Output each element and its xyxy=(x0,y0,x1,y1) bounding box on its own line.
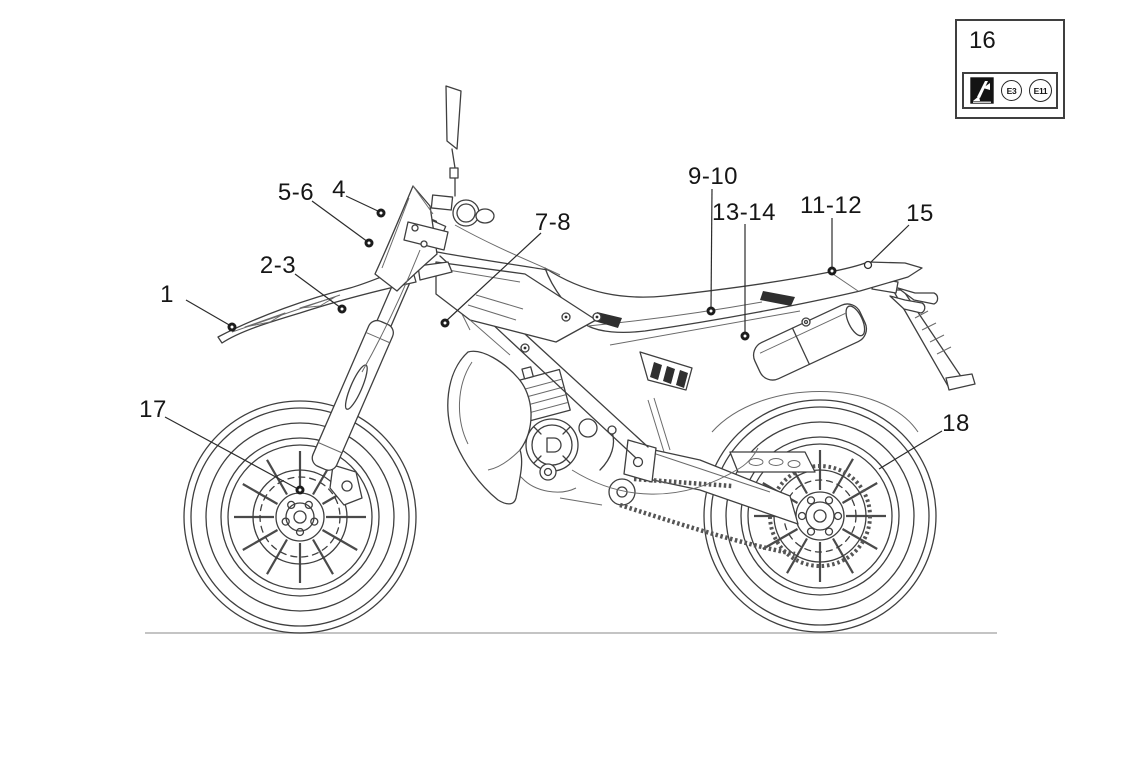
rear-wheel xyxy=(702,398,938,634)
callout-label-18: 18 xyxy=(942,410,970,437)
type-approval-box: 16 E3 E11 xyxy=(955,19,1065,119)
front-wheel xyxy=(182,399,418,635)
callout-label-4: 4 xyxy=(332,176,346,203)
callout-label-5-6: 5-6 xyxy=(277,179,315,206)
legend-number: 16 xyxy=(969,27,996,54)
callout-leader-lines xyxy=(165,189,942,489)
swingarm-and-chain xyxy=(609,352,815,554)
callout-label-11-12: 11-12 xyxy=(799,192,863,219)
e11-approval-mark: E11 xyxy=(1029,79,1052,102)
approval-marks-strip: E3 E11 xyxy=(962,72,1058,109)
reflective-decal-logo-icon xyxy=(970,77,994,104)
callout-label-17: 17 xyxy=(139,396,167,423)
callout-label-13-14: 13-14 xyxy=(712,199,776,226)
tail-and-plate-hanger xyxy=(872,278,975,390)
callout-label-1: 1 xyxy=(160,281,174,308)
exhaust-silencer xyxy=(572,299,871,494)
callout-target-dots xyxy=(227,208,872,495)
e3-approval-mark: E3 xyxy=(1001,80,1022,101)
front-fender xyxy=(218,262,452,343)
seat-and-tail xyxy=(545,262,922,332)
callout-label-15: 15 xyxy=(906,200,934,227)
frame-and-tank xyxy=(430,225,648,458)
callout-label-7-8: 7-8 xyxy=(534,209,572,236)
callout-label-9-10: 9-10 xyxy=(687,163,739,190)
engine xyxy=(448,351,616,505)
callout-label-2-3: 2-3 xyxy=(259,252,297,279)
handlebar-and-mirror xyxy=(362,86,494,372)
